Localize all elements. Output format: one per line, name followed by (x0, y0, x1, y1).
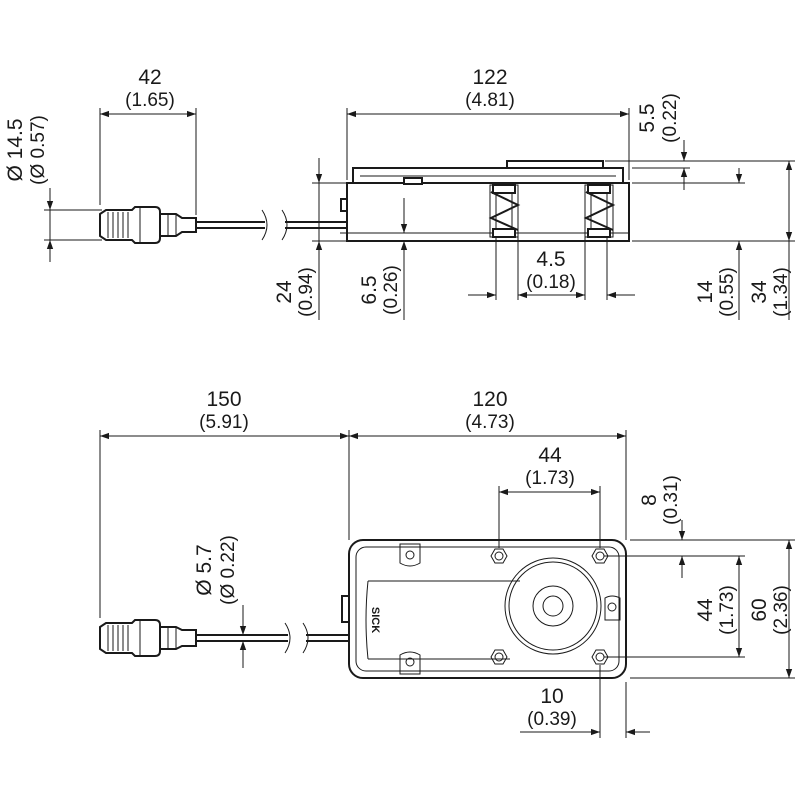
dim-24-inch: (0.94) (296, 267, 317, 317)
dim-60-value: 60 (748, 598, 771, 621)
dim-8-inch: (0.31) (661, 475, 682, 525)
dimension-14: 14 (0.55) (632, 168, 795, 320)
dimension-34: 34 (1.34) (690, 160, 795, 320)
dimension-8: 8 (0.31) (604, 475, 795, 578)
dimension-4-5: 4.5 (0.18) (468, 237, 635, 300)
dim-44v-value: 44 (694, 598, 717, 622)
dim-4-5-inch: (0.18) (526, 272, 576, 293)
dimension-122: 122 (4.81) (346, 66, 630, 180)
dimension-42: 42 (1.65) (99, 66, 197, 215)
dim-34-value: 34 (748, 280, 771, 304)
dim-122-value: 122 (472, 66, 507, 89)
cable-top (196, 622, 349, 654)
dim-10-value: 10 (540, 685, 563, 708)
dim-120-inch: (4.73) (465, 412, 515, 433)
dim-150-inch: (5.91) (199, 412, 249, 433)
dimension-60: 60 (2.36) (630, 540, 795, 679)
dimension-dia-14-5: Ø 14.5 (Ø 0.57) (4, 115, 102, 262)
dim-4-5-value: 4.5 (536, 248, 565, 271)
dim-14-inch: (0.55) (717, 267, 738, 317)
dim-8-value: 8 (638, 494, 661, 506)
m12-connector-top (99, 619, 197, 657)
dim-122-inch: (4.81) (465, 90, 515, 111)
dim-44h-inch: (1.73) (525, 468, 575, 489)
top-view: SICK (99, 388, 795, 738)
sick-logo: SICK (369, 607, 381, 633)
dim-42-value: 42 (138, 66, 161, 89)
dim-dia14-inch: (Ø 0.57) (28, 115, 49, 185)
dim-42-inch: (1.65) (125, 90, 175, 111)
dim-60-inch: (2.36) (771, 585, 792, 635)
dim-6-5-inch: (0.26) (381, 265, 402, 315)
sensor-housing-side (340, 160, 630, 242)
dimension-5-5: 5.5 (0.22) (605, 93, 690, 190)
dim-6-5-value: 6.5 (358, 275, 381, 304)
dim-5-5-value: 5.5 (636, 103, 659, 132)
side-view: 42 (1.65) 122 (4.81) Ø 14.5 (Ø 0.57) (4, 66, 795, 320)
dimension-10: 10 (0.39) (520, 665, 650, 738)
dimension-120: 120 (4.73) (349, 388, 627, 540)
dimension-44-horizontal: 44 (1.73) (498, 444, 601, 548)
dim-44h-value: 44 (538, 444, 562, 467)
dim-dia57-inch: (Ø 0.22) (218, 535, 239, 605)
sensor-housing-top: SICK (341, 539, 627, 679)
dim-120-value: 120 (472, 388, 507, 411)
dim-34-inch: (1.34) (771, 267, 792, 317)
dim-150-value: 150 (206, 388, 241, 411)
dim-dia14-value: Ø 14.5 (4, 118, 27, 181)
dimension-44-vertical: 44 (1.73) (604, 556, 745, 658)
dim-14-value: 14 (694, 280, 717, 304)
dimension-dia-5-7: Ø 5.7 (Ø 0.22) (193, 535, 247, 668)
dim-10-inch: (0.39) (527, 709, 577, 730)
m12-connector-side (99, 206, 197, 244)
dimension-24: 24 (0.94) (273, 158, 353, 320)
dimension-6-5: 6.5 (0.26) (340, 198, 410, 320)
dim-5-5-inch: (0.22) (660, 93, 681, 143)
dimension-150: 150 (5.91) (99, 388, 350, 618)
dim-24-value: 24 (273, 280, 296, 304)
dim-dia57-value: Ø 5.7 (193, 544, 216, 595)
dim-44v-inch: (1.73) (717, 585, 738, 635)
cable-side (196, 209, 347, 241)
